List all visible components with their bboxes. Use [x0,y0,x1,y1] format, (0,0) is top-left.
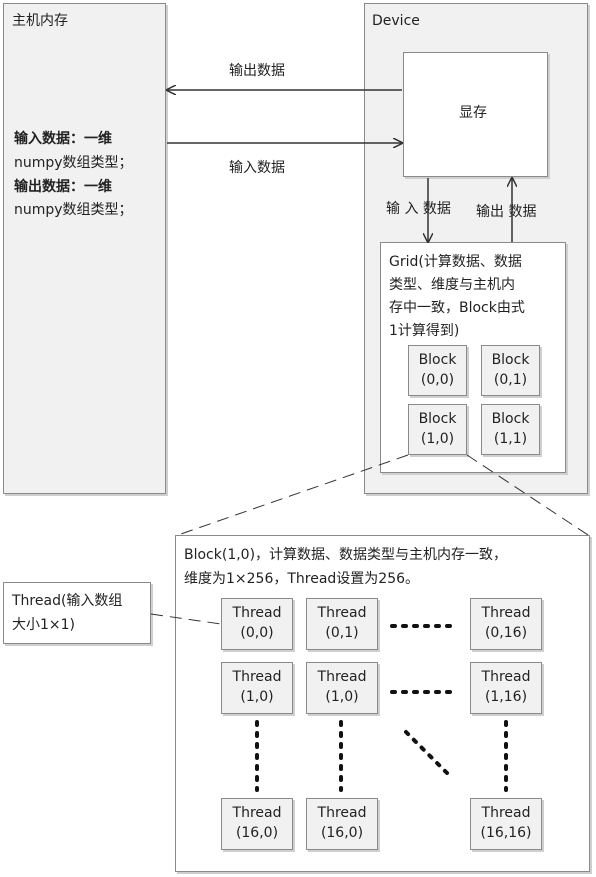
grid-desc-line-2: 类型、维度与主机内 [389,277,515,293]
block-name: Block [491,352,530,368]
host-memory-title: 主机内存 [12,13,68,29]
thread-index: (0,0) [240,625,274,641]
block-name: Block [418,352,457,368]
block-0-0: Block (0,0) [408,345,467,396]
thread-name: Thread [317,605,367,621]
video-memory-box [403,52,548,177]
thread-index: (1,0) [240,689,274,705]
device-output-label: 输出 数据 [476,204,537,220]
thread-name: Thread [481,805,531,821]
thread-16-0: Thread (16,0) [221,798,293,850]
thread-index: (16,0) [235,825,279,841]
thread-index: (0,1) [325,625,359,641]
grid-desc-line-4: 1计算得到) [389,323,460,339]
thread-1-0-second: Thread (1,0) [306,662,378,714]
thread-name: Thread [232,605,282,621]
block-0-1: Block (0,1) [481,345,540,396]
thread-index: (16,0) [320,825,364,841]
thread-note-box [3,582,151,644]
thread-16-0-second: Thread (16,0) [306,798,378,850]
host-memory-panel [3,3,166,494]
block-detail-desc-1: Block(1,0)，计算数据、数据类型与主机内存一致， [184,547,508,563]
input-data-label: 输入数据 [229,160,285,176]
thread-index: (0,16) [484,625,528,641]
thread-name: Thread [481,669,531,685]
zoom-line-right [466,454,589,536]
thread-name: Thread [232,805,282,821]
block-detail-desc-2: 维度为1×256，Thread设置为256。 [184,571,420,587]
thread-note-line-1: Thread(输入数组 [12,593,123,609]
output-data-label: 输出数据 [229,63,285,79]
thread-index: (16,16) [480,825,532,841]
thread-name: Thread [317,669,367,685]
block-name: Block [491,411,530,427]
host-input-desc-1: 输入数据：一维 [14,131,112,147]
thread-0-0: Thread (0,0) [221,598,293,650]
thread-name: Thread [317,805,367,821]
thread-1-0: Thread (1,0) [221,662,293,714]
thread-16-16: Thread (16,16) [470,798,542,850]
block-index: (1,0) [420,431,455,447]
thread-0-1: Thread (0,1) [306,598,378,650]
thread-index: (1,0) [325,689,359,705]
device-title: Device [372,13,420,29]
thread-name: Thread [232,669,282,685]
block-index: (0,1) [493,372,528,388]
block-index: (0,0) [420,372,455,388]
thread-index: (1,16) [484,689,528,705]
thread-note-line-2: 大小1×1) [12,617,76,633]
block-name: Block [418,411,457,427]
block-1-0: Block (1,0) [408,404,467,455]
grid-desc-line-1: Grid(计算数据、数据 [389,254,522,270]
thread-name: Thread [481,605,531,621]
diagonal-ellipsis [404,730,454,780]
thread-note-connector [150,613,222,625]
host-output-desc-2: numpy数组类型； [14,202,133,218]
grid-desc-line-3: 存中一致，Block由式 [389,300,525,316]
video-memory-label: 显存 [459,105,487,121]
block-index: (1,1) [493,431,528,447]
device-input-label: 输 入 数据 [386,201,451,217]
zoom-line-left [177,454,409,536]
host-input-desc-2: numpy数组类型； [14,155,133,171]
block-1-1: Block (1,1) [481,404,540,455]
thread-1-16: Thread (1,16) [470,662,542,714]
host-output-desc-1: 输出数据：一维 [14,179,112,195]
thread-0-16: Thread (0,16) [470,598,542,650]
